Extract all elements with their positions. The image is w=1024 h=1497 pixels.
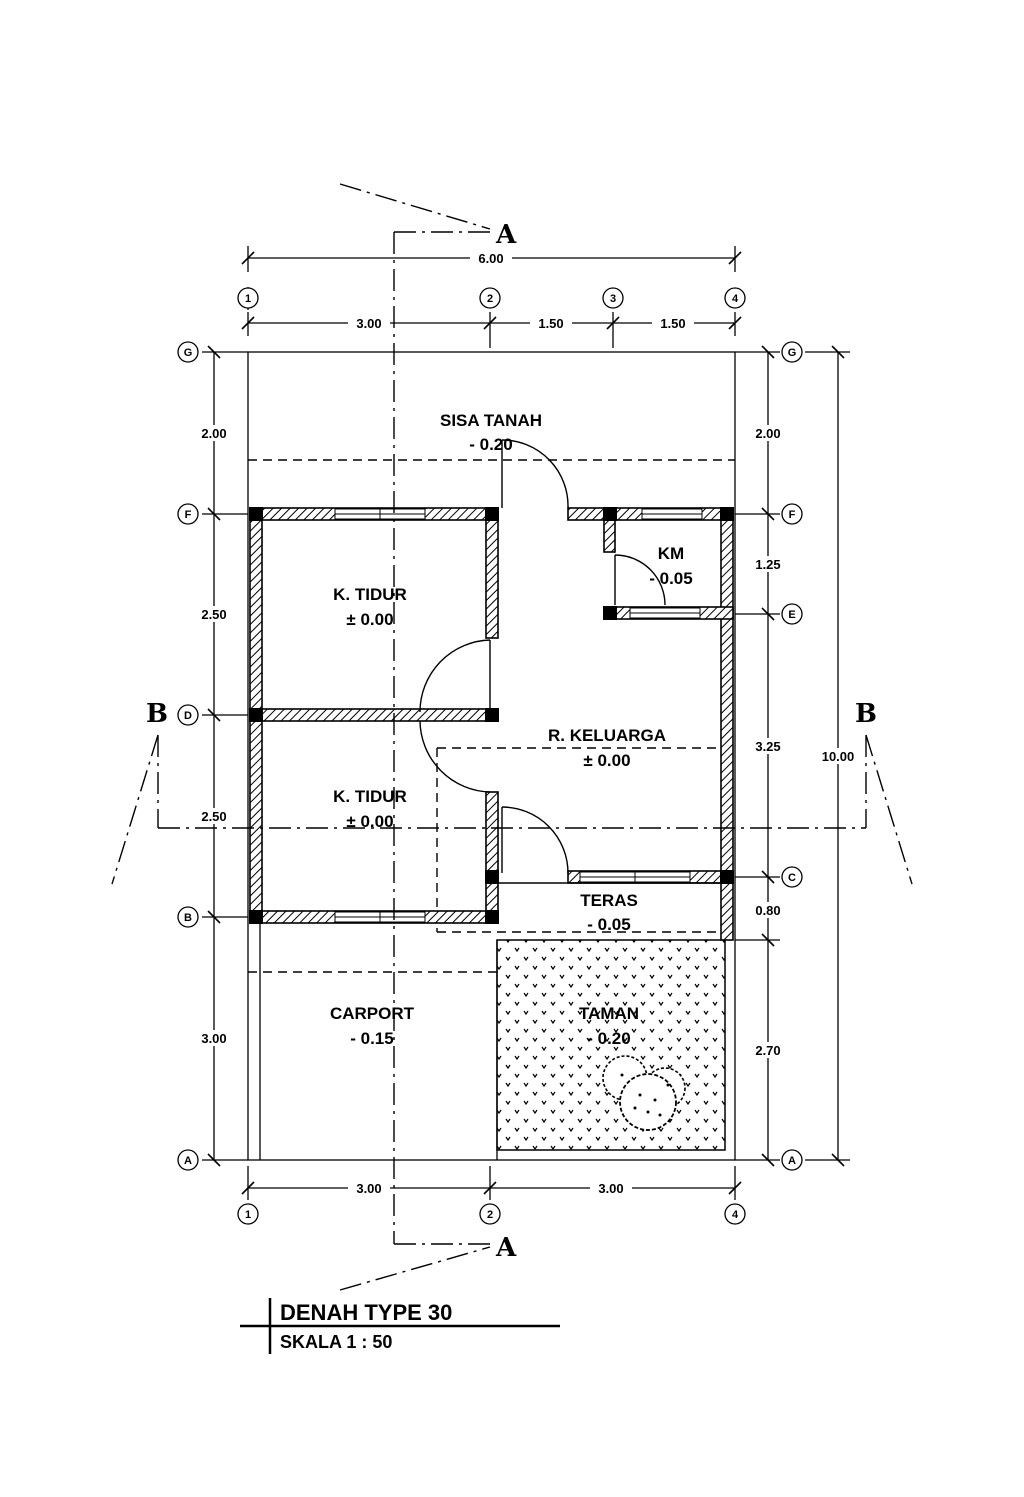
dim-top-1-2: 3.00 <box>356 316 381 331</box>
svg-text:SISA TANAH: SISA TANAH <box>440 411 542 430</box>
svg-text:K. TIDUR: K. TIDUR <box>333 787 407 806</box>
svg-text:A: A <box>788 1155 796 1167</box>
title-block: DENAH TYPE 30 SKALA 1 : 50 <box>240 1298 560 1354</box>
grid-bubbles-x: 1 2 3 4 1 2 4 <box>237 287 746 1225</box>
svg-text:2: 2 <box>487 1209 493 1221</box>
grid-bubble-d-left <box>177 704 199 726</box>
svg-text:KM: KM <box>658 544 684 563</box>
svg-text:G: G <box>184 347 193 359</box>
dim-right-teras-a: 2.70 <box>755 1043 780 1058</box>
grid-bubble-a-left <box>177 1149 199 1171</box>
garden-area <box>496 939 726 1160</box>
grid-bubble-2-bottom <box>479 1203 501 1225</box>
grid-bubble-b-left <box>177 906 199 928</box>
dim-right-c-teras: 0.80 <box>755 903 780 918</box>
grid-bubble-3-top <box>602 287 624 309</box>
dim-right-f-e: 1.25 <box>755 557 780 572</box>
svg-text:R. KELUARGA: R. KELUARGA <box>548 726 666 745</box>
svg-text:- 0.20: - 0.20 <box>469 435 512 454</box>
grid-bubble-1-bottom <box>237 1203 259 1225</box>
dim-left-f-d: 2.50 <box>201 607 226 622</box>
dim-top-total: 6.00 <box>478 251 503 266</box>
tree-icon <box>602 1055 686 1131</box>
dim-left-g-f: 2.00 <box>201 426 226 441</box>
grid-bubbles-y: G F D B A G F E C A <box>177 341 803 1171</box>
room-keluarga: R. KELUARGA ± 0.00 <box>548 726 666 770</box>
grid-bubble-2-top <box>479 287 501 309</box>
grid-bubble-4-top <box>724 287 746 309</box>
svg-text:1: 1 <box>245 1209 251 1221</box>
svg-text:CARPORT: CARPORT <box>330 1004 415 1023</box>
dim-left-b-a: 3.00 <box>201 1031 226 1046</box>
dimension-labels: 6.00 3.00 1.50 1.50 3.00 3.00 2.00 2.50 … <box>195 250 862 1196</box>
svg-text:TAMAN: TAMAN <box>579 1004 639 1023</box>
grid-bubble-f-right <box>781 503 803 525</box>
svg-text:4: 4 <box>732 293 739 305</box>
section-a-top-label: A <box>495 220 517 250</box>
dim-bottom-2-4: 3.00 <box>598 1181 623 1196</box>
svg-text:± 0.00: ± 0.00 <box>346 812 393 831</box>
grid-bubble-a-right <box>781 1149 803 1171</box>
svg-text:K. TIDUR: K. TIDUR <box>333 585 407 604</box>
room-labels: SISA TANAH - 0.20 KM - 0.05 K. TIDUR ± 0… <box>330 411 693 1048</box>
dim-right-e-c: 3.25 <box>755 739 780 754</box>
dim-left-d-b: 2.50 <box>201 809 226 824</box>
svg-text:± 0.00: ± 0.00 <box>346 610 393 629</box>
svg-text:- 0.20: - 0.20 <box>587 1029 630 1048</box>
room-kamar-tidur-1: K. TIDUR ± 0.00 <box>333 585 407 629</box>
dim-right-g-f: 2.00 <box>755 426 780 441</box>
svg-text:± 0.00: ± 0.00 <box>583 751 630 770</box>
room-carport: CARPORT - 0.15 <box>330 1004 415 1048</box>
section-line-b: B B <box>111 699 913 885</box>
svg-text:A: A <box>184 1155 192 1167</box>
grid-bubble-g-left <box>177 341 199 363</box>
svg-text:F: F <box>185 509 192 521</box>
grid-bubble-c-right <box>781 866 803 888</box>
dim-right-total: 10.00 <box>822 749 855 764</box>
room-taman: TAMAN - 0.20 <box>579 1004 639 1048</box>
svg-text:G: G <box>788 347 797 359</box>
grid-bubble-4-bottom <box>724 1203 746 1225</box>
dim-top-2-3: 1.50 <box>538 316 563 331</box>
svg-text:D: D <box>184 710 192 722</box>
section-b-left-label: B <box>146 699 168 729</box>
section-b-right-label: B <box>855 699 877 729</box>
doors <box>419 439 725 884</box>
dim-top-3-4: 1.50 <box>660 316 685 331</box>
svg-text:3: 3 <box>610 293 616 305</box>
svg-text:C: C <box>788 872 796 884</box>
drawing-title: DENAH TYPE 30 <box>280 1300 452 1325</box>
grid-bubble-e-right <box>781 603 803 625</box>
svg-text:- 0.05: - 0.05 <box>649 569 692 588</box>
section-a-bottom-label: A <box>495 1233 517 1263</box>
section-line-a: A A <box>339 183 517 1291</box>
room-sisa-tanah: SISA TANAH - 0.20 <box>440 411 542 454</box>
room-kamar-tidur-2: K. TIDUR ± 0.00 <box>333 787 407 831</box>
svg-text:- 0.05: - 0.05 <box>587 915 630 934</box>
grid-bubble-1-top <box>237 287 259 309</box>
svg-text:E: E <box>788 609 795 621</box>
svg-text:2: 2 <box>487 293 493 305</box>
walls <box>249 507 734 941</box>
svg-text:B: B <box>184 912 192 924</box>
room-teras: TERAS - 0.05 <box>580 891 638 934</box>
room-km: KM - 0.05 <box>649 544 692 588</box>
grid-bubble-f-left <box>177 503 199 525</box>
site-boundary <box>247 351 736 1161</box>
svg-text:F: F <box>789 509 796 521</box>
dim-bottom-1-2: 3.00 <box>356 1181 381 1196</box>
svg-text:4: 4 <box>732 1209 739 1221</box>
svg-text:- 0.15: - 0.15 <box>350 1029 393 1048</box>
svg-text:TERAS: TERAS <box>580 891 638 910</box>
drawing-scale: SKALA 1 : 50 <box>280 1332 392 1352</box>
svg-text:1: 1 <box>245 293 251 305</box>
grid-bubble-g-right <box>781 341 803 363</box>
